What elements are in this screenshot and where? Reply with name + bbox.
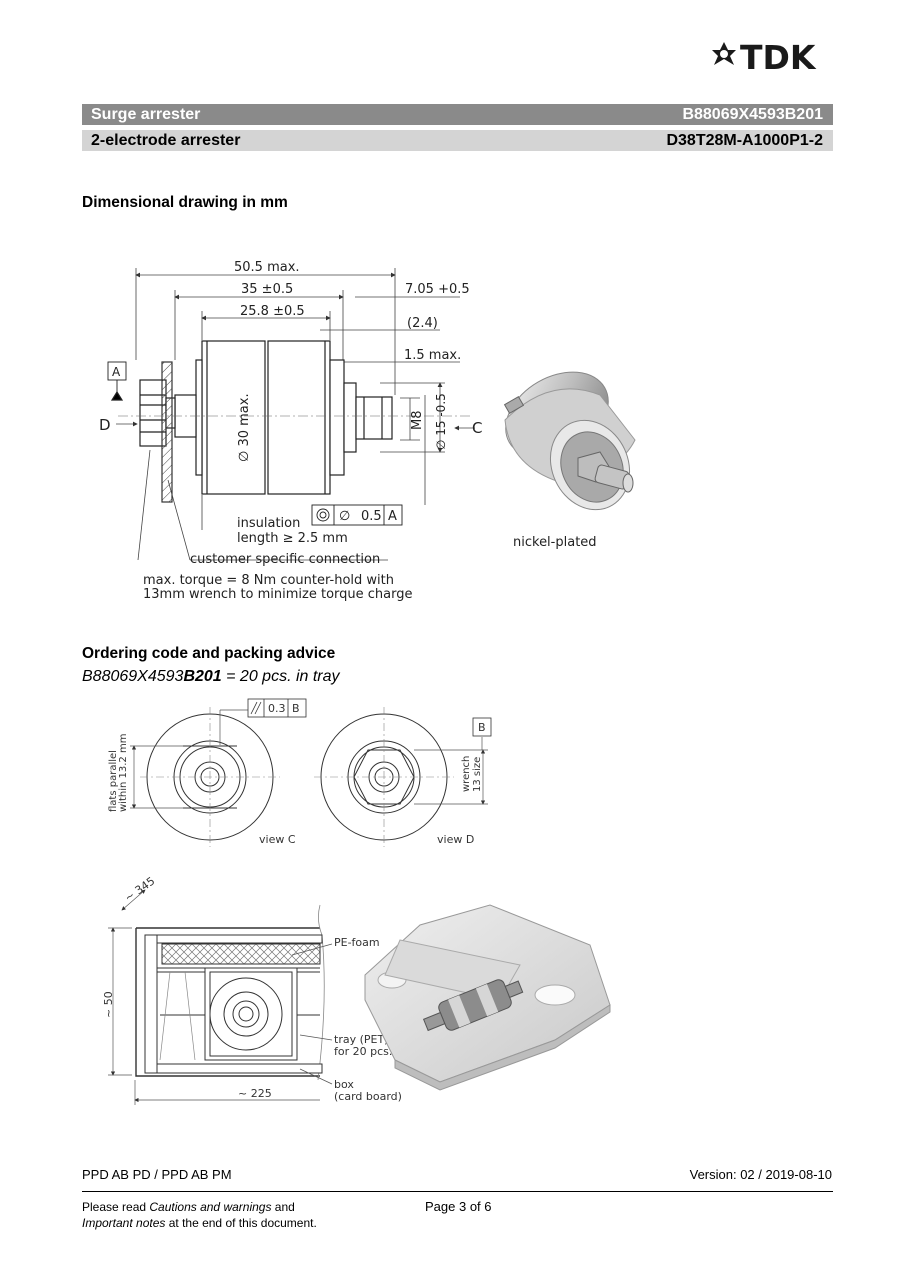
insulation-label: insulation bbox=[237, 516, 300, 531]
dim-345: ~ 345 bbox=[122, 874, 157, 904]
part-number: B88069X4593B201 bbox=[682, 105, 823, 123]
torque-note-line1: max. torque = 8 Nm counter-hold with bbox=[143, 573, 394, 588]
product-subtitle: 2-electrode arrester bbox=[91, 131, 241, 149]
arrester-3d-image bbox=[503, 371, 636, 511]
ordering-heading: Ordering code and packing advice bbox=[82, 645, 336, 662]
flats-note-line2: within 13.2 mm bbox=[118, 734, 129, 812]
header-bar-type: 2-electrode arrester D38T28M-A1000P1-2 bbox=[82, 130, 833, 151]
tray-label-line2: for 20 pcs. bbox=[334, 1045, 392, 1058]
page-number: Page 3 of 6 bbox=[425, 1199, 492, 1214]
important-notes-link: Important notes bbox=[82, 1216, 166, 1230]
flats-note-line1: flats parallel bbox=[108, 750, 119, 812]
view-c-marker: C bbox=[472, 419, 482, 437]
footer-divider bbox=[82, 1191, 833, 1192]
dim-thread-m8: M8 bbox=[410, 411, 425, 431]
tolerance-value: 0.5 bbox=[361, 509, 382, 524]
side-view-drawing bbox=[107, 268, 475, 561]
footer-version: Version: 02 / 2019-08-10 bbox=[689, 1167, 832, 1182]
logo-text: TDK bbox=[740, 38, 817, 77]
ordering-code-rest: = 20 pcs. in tray bbox=[221, 668, 340, 685]
tray-3d-image bbox=[364, 904, 611, 1091]
wrench-note-line1: wrench bbox=[461, 756, 472, 792]
customer-connection-label: customer specific connection bbox=[190, 552, 380, 567]
footer-note: Please read Cautions and warnings and Im… bbox=[82, 1199, 317, 1231]
tolerance-datum: A bbox=[388, 509, 397, 524]
note-text-3: at the end of this document. bbox=[165, 1216, 317, 1230]
dim-overall-length: 50.5 max. bbox=[234, 260, 300, 275]
view-c-label: view C bbox=[259, 833, 296, 846]
dim-2-4: (2.4) bbox=[407, 316, 438, 331]
ordering-code-prefix: B88069X4593 bbox=[82, 668, 184, 685]
dim-7-05: 7.05 +0.5 bbox=[405, 282, 470, 297]
box-label-line2: (card board) bbox=[334, 1090, 402, 1103]
dim-35: 35 ±0.5 bbox=[241, 282, 293, 297]
datum-a-label: A bbox=[112, 365, 121, 379]
product-name: Surge arrester bbox=[91, 105, 201, 123]
end-views-labels: 0.3 B B flats parallel within 13.2 mm wr… bbox=[108, 702, 486, 846]
tdk-emblem-icon bbox=[712, 42, 736, 65]
drawing-heading: Dimensional drawing in mm bbox=[82, 194, 288, 211]
header-bar-product: Surge arrester B88069X4593B201 bbox=[82, 104, 833, 125]
tolerance-symbol: ∅ bbox=[339, 509, 350, 524]
torque-note-line2: 13mm wrench to minimize torque charge bbox=[143, 587, 413, 602]
parallel-tolerance: 0.3 bbox=[268, 702, 286, 715]
dim-1-5-max: 1.5 max. bbox=[404, 348, 461, 363]
finish-label: nickel-plated bbox=[513, 535, 597, 550]
wrench-note-line2: 13 size bbox=[472, 757, 483, 792]
insulation-length: length ≥ 2.5 mm bbox=[237, 531, 348, 546]
datum-b-label: B bbox=[478, 721, 486, 734]
end-views-drawing bbox=[130, 698, 492, 847]
dim-25-8: 25.8 ±0.5 bbox=[240, 304, 305, 319]
cautions-link: Cautions and warnings bbox=[149, 1200, 272, 1214]
note-text-1: Please read bbox=[82, 1200, 150, 1214]
ordering-code-suffix: B201 bbox=[183, 668, 222, 685]
ordering-code: B88069X4593B201 = 20 pcs. in tray bbox=[82, 668, 340, 686]
footer-department: PPD AB PD / PPD AB PM bbox=[82, 1167, 232, 1182]
parallel-datum: B bbox=[292, 702, 300, 715]
note-text-2: and bbox=[271, 1200, 295, 1214]
tdk-logo: TDK bbox=[712, 38, 817, 77]
view-d-marker: D bbox=[99, 416, 111, 434]
side-view-labels: 50.5 max. 35 ±0.5 7.05 +0.5 25.8 ±0.5 (2… bbox=[99, 260, 597, 602]
dim-50: ~ 50 bbox=[102, 991, 115, 1018]
dim-225: ~ 225 bbox=[238, 1087, 272, 1100]
tray-label-line1: tray (PET) bbox=[334, 1033, 388, 1046]
packaging-section-drawing bbox=[108, 889, 333, 1105]
view-d-label: view D bbox=[437, 833, 474, 846]
type-code: D38T28M-A1000P1-2 bbox=[666, 131, 823, 149]
pe-foam-label: PE-foam bbox=[334, 936, 380, 949]
dim-diameter-15: ∅ 15 -0.5 bbox=[434, 393, 448, 450]
dim-diameter-30: ∅ 30 max. bbox=[237, 393, 252, 462]
box-label-line1: box bbox=[334, 1078, 354, 1091]
